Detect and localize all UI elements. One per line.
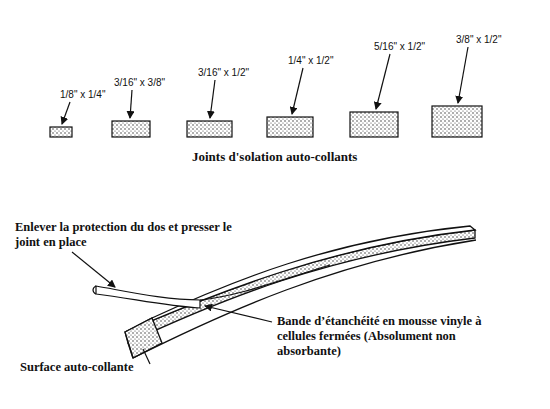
callout-label: Enlever la protection du dos et presser … [15, 220, 243, 250]
dimension-label: 3/16" x 1/2" [198, 67, 249, 78]
dimension-leaders [62, 47, 468, 124]
callout-label: Surface auto-collante [20, 360, 134, 375]
callout-leaders [72, 252, 272, 364]
backing-tape [93, 265, 330, 308]
callout-label: Bande d’étanchéité en mousse vinyle à ce… [277, 314, 495, 359]
dimension-label: 5/16" x 1/2" [374, 41, 425, 52]
strip-sections [50, 106, 482, 137]
dimension-label: 1/8" x 1/4" [60, 89, 105, 100]
dimension-label: 1/4" x 1/2" [288, 55, 333, 66]
dimension-label: 3/8" x 1/2" [456, 34, 501, 45]
dimension-label: 3/16" x 3/8" [114, 77, 165, 88]
caption: Joints d'solation auto-collants [192, 149, 357, 165]
